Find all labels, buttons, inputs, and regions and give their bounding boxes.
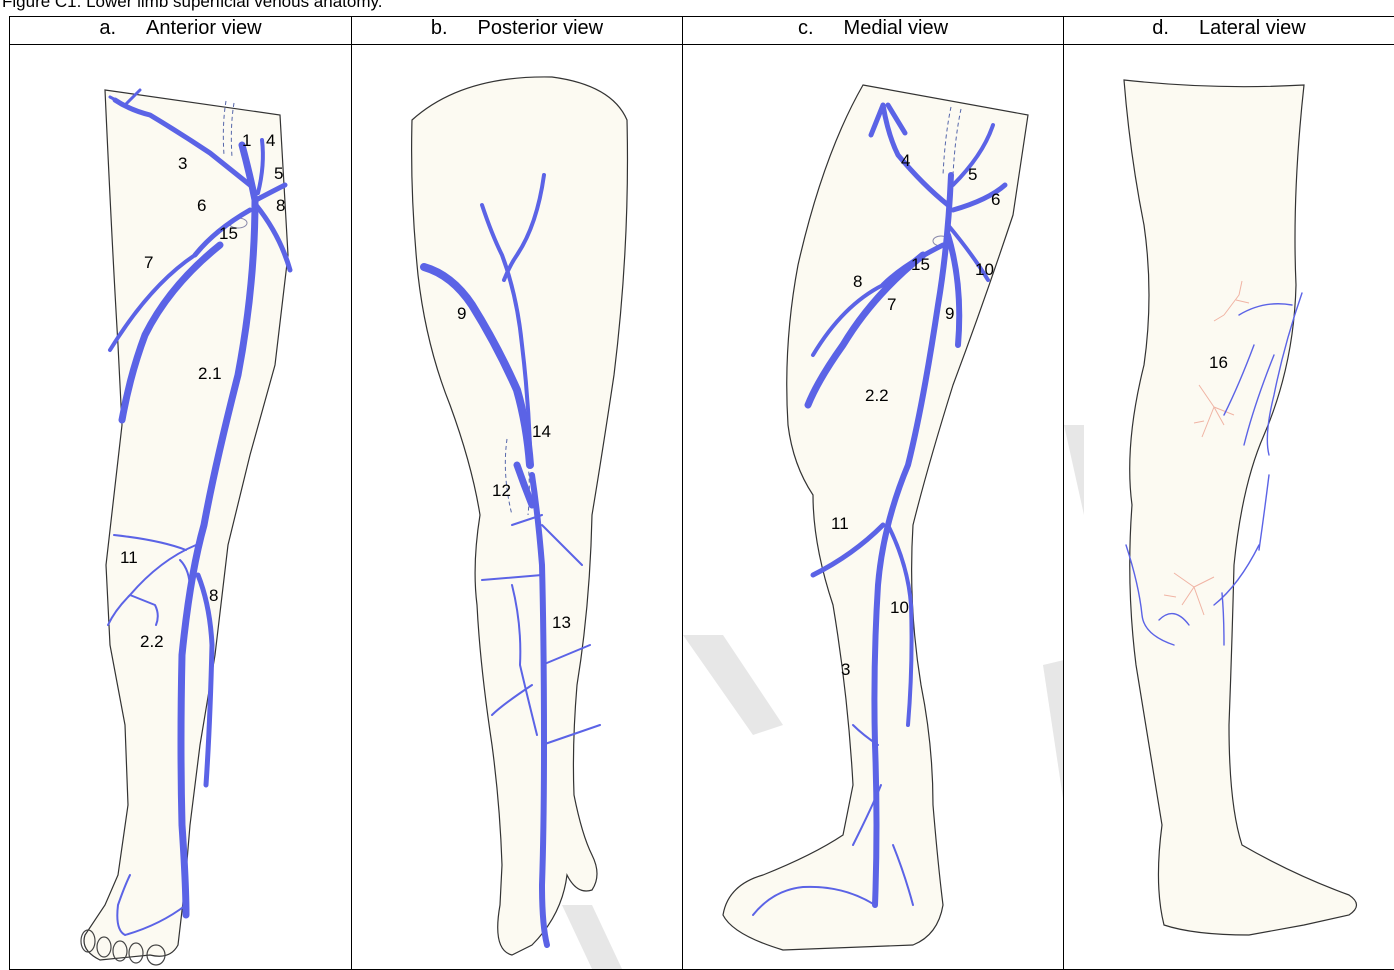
label-posterior-9: 9	[457, 304, 466, 323]
label-anterior-2-2: 2.2	[140, 632, 164, 651]
header-row: a.Anterior view b.Posterior view c.Media…	[10, 17, 1394, 45]
label-lateral-16: 16	[1209, 353, 1228, 372]
label-medial-4: 5	[968, 165, 977, 184]
label-anterior-11: 11	[120, 548, 138, 567]
label-medial-2-2: 3	[841, 660, 850, 679]
label-anterior-10: 8	[209, 586, 218, 605]
label-medial-2-1: 2.2	[865, 386, 889, 405]
label-medial-9: 10	[975, 260, 994, 279]
label-medial-3: 4	[901, 151, 910, 170]
figure-table: a.Anterior view b.Posterior view c.Media…	[9, 16, 1394, 970]
posterior-leg-outline	[412, 77, 628, 955]
watermark-shape	[1064, 425, 1084, 515]
label-medial-5: 6	[991, 190, 1000, 209]
watermark-shape	[683, 635, 783, 735]
panel-anterior: 1 2.1 2.2 3 4 5 6 7 8 8 11 15	[10, 45, 351, 969]
label-anterior-7: 7	[144, 253, 153, 272]
panel-posterior: 9 12 13 14	[352, 45, 682, 969]
header-medial: c.Medial view	[683, 17, 1064, 45]
anterior-leg-illustration: 1 2.1 2.2 3 4 5 6 7 8 8 11 15	[10, 45, 351, 969]
label-medial-11: 11	[831, 514, 849, 533]
label-anterior-1: 1	[242, 131, 251, 150]
label-posterior-12: 12	[492, 481, 511, 500]
label-posterior-14: 14	[532, 422, 551, 441]
label-posterior-13: 13	[552, 613, 571, 632]
header-lateral: d.Lateral view	[1064, 17, 1394, 45]
label-medial-6: 7	[887, 295, 896, 314]
medial-leg-illustration: 4 5 6 15 10 8 7 9 2.2 11 10 3	[683, 45, 1063, 969]
lateral-leg-illustration: 16	[1064, 45, 1394, 969]
panel-medial: 4 5 6 15 10 8 7 9 2.2 11 10 3	[683, 45, 1063, 969]
label-medial-7: 8	[853, 272, 862, 291]
panel-lateral: 16	[1064, 45, 1394, 969]
label-anterior-5: 5	[274, 164, 283, 183]
posterior-leg-illustration: 9 12 13 14	[352, 45, 682, 969]
header-anterior: a.Anterior view	[10, 17, 352, 45]
label-anterior-4: 4	[266, 131, 275, 150]
label-anterior-15: 15	[219, 224, 238, 243]
watermark-shape	[562, 905, 622, 969]
label-anterior-2-1: 2.1	[198, 364, 222, 383]
label-anterior-8: 8	[276, 196, 285, 215]
label-medial-10: 10	[890, 598, 909, 617]
figure-caption: Figure C1. Lower limb superficial venous…	[2, 0, 382, 12]
label-anterior-3: 3	[178, 154, 187, 173]
label-medial-8: 9	[945, 304, 954, 323]
lateral-leg-outline	[1124, 80, 1357, 935]
label-medial-15: 15	[911, 255, 930, 274]
watermark-shape	[1043, 660, 1063, 805]
label-anterior-6: 6	[197, 196, 206, 215]
header-posterior: b.Posterior view	[352, 17, 683, 45]
